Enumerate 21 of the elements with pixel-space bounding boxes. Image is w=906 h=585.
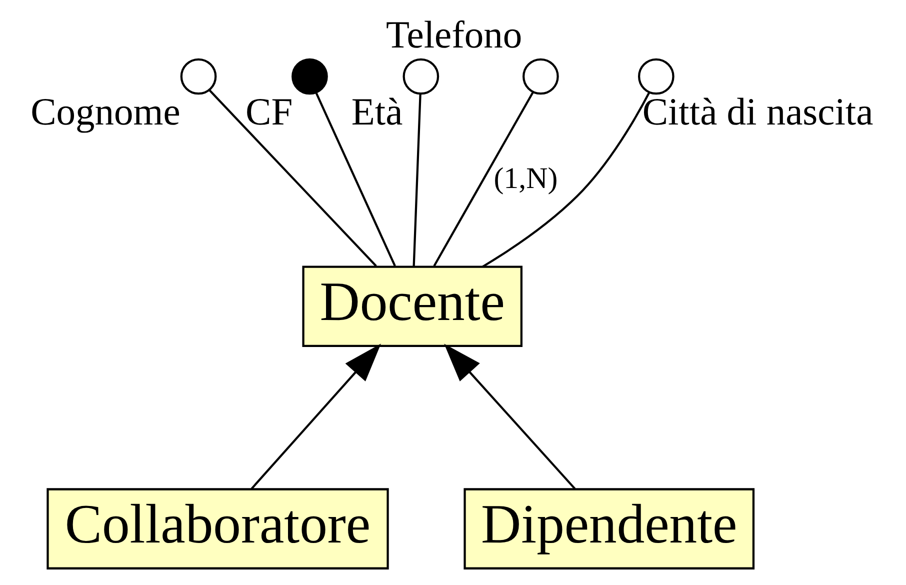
node-circle: [522, 58, 559, 95]
node-box: Dipendente: [464, 488, 755, 570]
arrow: [250, 344, 382, 490]
node-box: Collaboratore: [46, 488, 389, 570]
connector: [208, 90, 377, 267]
connector: [412, 94, 422, 266]
connector: [433, 92, 534, 266]
node-circle: [402, 58, 440, 95]
connector: [315, 92, 396, 266]
connector: [482, 92, 650, 268]
node-box: Docente: [302, 266, 522, 348]
node-circle: [638, 58, 674, 95]
node-label: Cognome: [30, 91, 180, 134]
node-label: Età: [351, 91, 403, 134]
node-label: Città di nascita: [642, 91, 874, 134]
node-label: CF: [246, 91, 293, 134]
arrow: [444, 344, 576, 490]
edge-label: (1,N): [494, 162, 558, 196]
node-label: Telefono: [386, 14, 522, 56]
node-circle: [292, 58, 328, 95]
node-circle: [180, 58, 217, 95]
